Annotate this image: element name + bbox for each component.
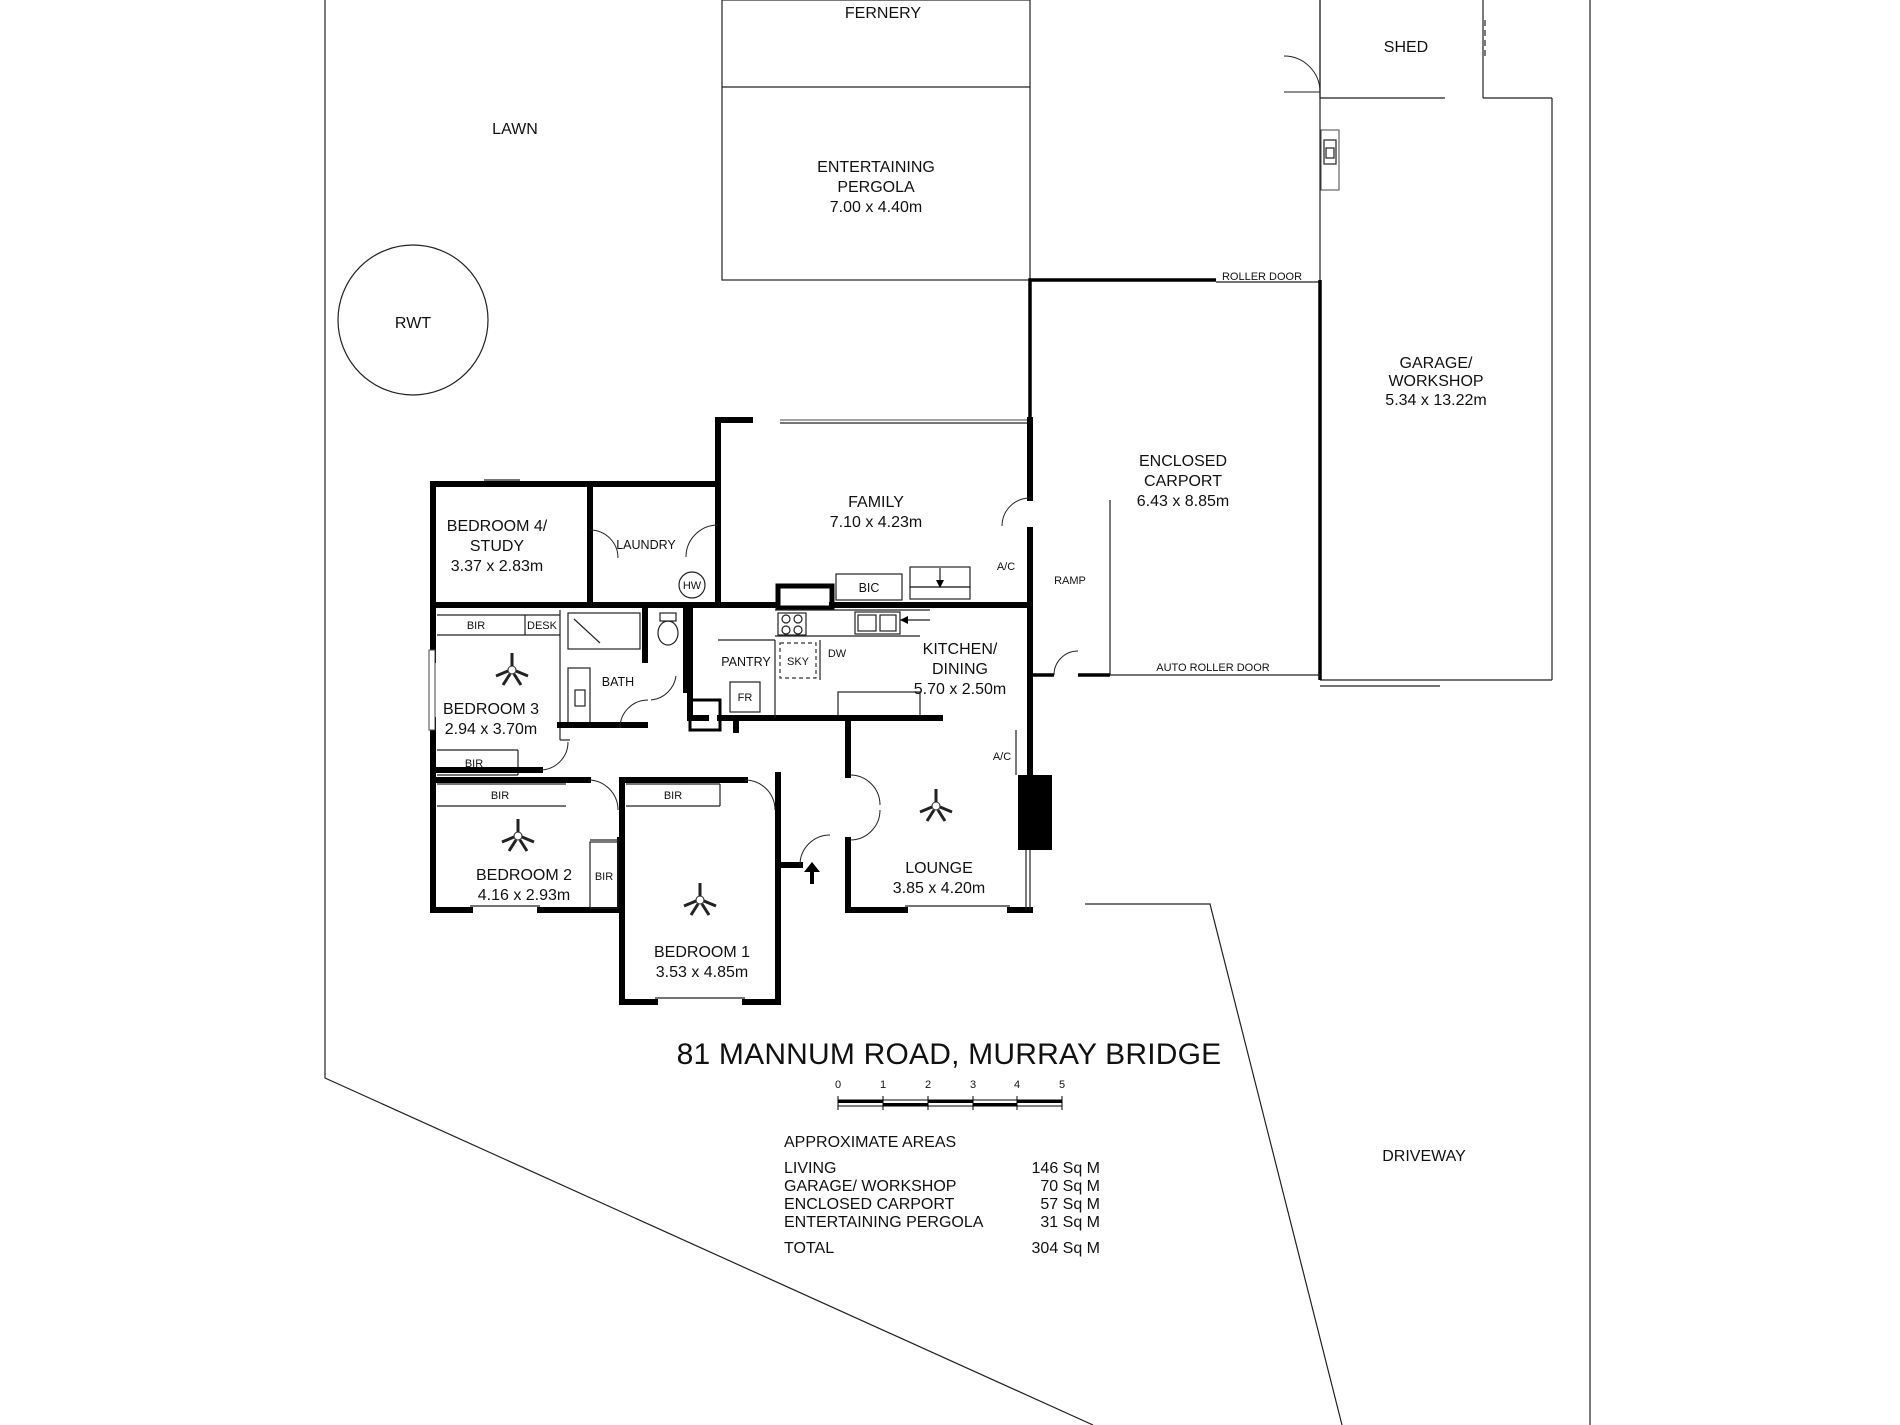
carport-dim: 6.43 x 8.85m [1137, 493, 1230, 510]
auto-roller-door-label: AUTO ROLLER DOOR [1156, 662, 1270, 674]
dw-label: DW [828, 648, 847, 660]
bic-label: BIC [859, 581, 880, 595]
ceiling-fan-icon [919, 789, 953, 822]
scale-tick-1: 1 [880, 1079, 886, 1091]
ac-label-family: A/C [997, 561, 1015, 573]
hw-label: HW [683, 580, 702, 592]
fernery-label: FERNERY [845, 5, 921, 22]
bedroom3-name: BEDROOM 3 [443, 701, 539, 718]
lawn-label: LAWN [492, 121, 538, 138]
pantry-name: PANTRY [721, 655, 771, 669]
desk-label: DESK [527, 620, 558, 632]
lounge-dim: 3.85 x 4.20m [893, 880, 986, 897]
bedroom4-dim: 3.37 x 2.83m [451, 558, 544, 575]
bir-label-bed2-side: BIR [595, 871, 613, 883]
area-row-value: 31 Sq M [1040, 1214, 1100, 1231]
ceiling-fan-icon [495, 653, 529, 686]
rwt-label: RWT [395, 315, 431, 332]
bir-label-bed3-top: BIR [467, 620, 485, 632]
kitchen-name-1: KITCHEN/ [923, 641, 998, 658]
rwt-tank [337, 244, 489, 396]
area-row-label: LIVING [784, 1160, 836, 1177]
scale-bar: 0 1 2 3 4 5 [835, 1079, 1065, 1110]
ceiling-fan-icon [683, 883, 717, 916]
garage-dim: 5.34 x 13.22m [1385, 392, 1486, 409]
sky-label: SKY [787, 656, 810, 668]
carport-name-1: ENCLOSED [1139, 453, 1227, 470]
scale-tick-4: 4 [1014, 1079, 1020, 1091]
hot-water-unit [678, 571, 706, 599]
area-row-label: GARAGE/ WORKSHOP [784, 1178, 956, 1195]
shed-label: SHED [1384, 39, 1428, 56]
bir-label-bed3-bottom: BIR [465, 758, 483, 770]
bir-label-bed1: BIR [664, 790, 682, 802]
area-total-value: 304 Sq M [1032, 1240, 1100, 1257]
pergola-name-2: PERGOLA [837, 179, 915, 196]
bedroom4-name-2: STUDY [470, 538, 525, 555]
scale-tick-2: 2 [925, 1079, 931, 1091]
bath-name: BATH [602, 675, 634, 689]
kitchen-name-2: DINING [932, 661, 988, 678]
interior-walls [428, 527, 971, 913]
ramp-label: RAMP [1054, 575, 1086, 587]
area-row-value: 146 Sq M [1032, 1160, 1100, 1177]
carport-name-2: CARPORT [1144, 473, 1222, 490]
pergola-dim: 7.00 x 4.40m [830, 199, 923, 216]
bedroom3-dim: 2.94 x 3.70m [445, 721, 538, 738]
kitchen-dim: 5.70 x 2.50m [914, 681, 1007, 698]
address-title: 81 MANNUM ROAD, MURRAY BRIDGE [677, 1038, 1222, 1071]
site-boundary [324, 0, 1591, 1425]
bedroom1-name: BEDROOM 1 [654, 944, 750, 961]
area-row-label: ENCLOSED CARPORT [784, 1196, 955, 1213]
family-name: FAMILY [848, 494, 904, 511]
areas-table: APPROXIMATE AREAS LIVING 146 Sq M GARAGE… [784, 1134, 1100, 1257]
scale-tick-5: 5 [1059, 1079, 1065, 1091]
area-row-value: 57 Sq M [1040, 1196, 1100, 1213]
fr-label: FR [738, 692, 753, 704]
bir-label-bed2-top: BIR [491, 790, 509, 802]
scale-tick-3: 3 [970, 1079, 976, 1091]
garage-name-2: WORKSHOP [1388, 373, 1483, 390]
area-row-value: 70 Sq M [1040, 1178, 1100, 1195]
garage-name-1: GARAGE/ [1400, 355, 1473, 372]
ac-label-lounge: A/C [993, 751, 1011, 763]
bedroom4-name-1: BEDROOM 4/ [447, 518, 548, 535]
ceiling-fan-icon [501, 819, 535, 852]
family-dim: 7.10 x 4.23m [830, 514, 923, 531]
area-total-label: TOTAL [784, 1240, 834, 1257]
shed [1283, 0, 1552, 99]
lounge-name: LOUNGE [905, 860, 973, 877]
scale-tick-0: 0 [835, 1079, 841, 1091]
bedroom2-dim: 4.16 x 2.93m [478, 887, 571, 904]
room-labels: LAWN RWT FERNERY SHED DRIVEWAY ROLLER DO… [395, 5, 1487, 1165]
fixture-labels: HW BIC BIR DESK BIR BIR BIR BIR SKY DW F… [465, 561, 1015, 883]
house-walls [430, 417, 1052, 1005]
areas-heading: APPROXIMATE AREAS [784, 1134, 956, 1151]
roller-door-label: ROLLER DOOR [1222, 271, 1302, 283]
bedroom2-name: BEDROOM 2 [476, 867, 572, 884]
bedroom1-dim: 3.53 x 4.85m [656, 964, 749, 981]
entry-arrow-icon [804, 862, 820, 884]
area-row-label: ENTERTAINING PERGOLA [784, 1214, 984, 1231]
pergola-area [721, 0, 1031, 281]
laundry-name: LAUNDRY [616, 538, 676, 552]
driveway-label: DRIVEWAY [1382, 1148, 1466, 1165]
pergola-name-1: ENTERTAINING [817, 159, 935, 176]
